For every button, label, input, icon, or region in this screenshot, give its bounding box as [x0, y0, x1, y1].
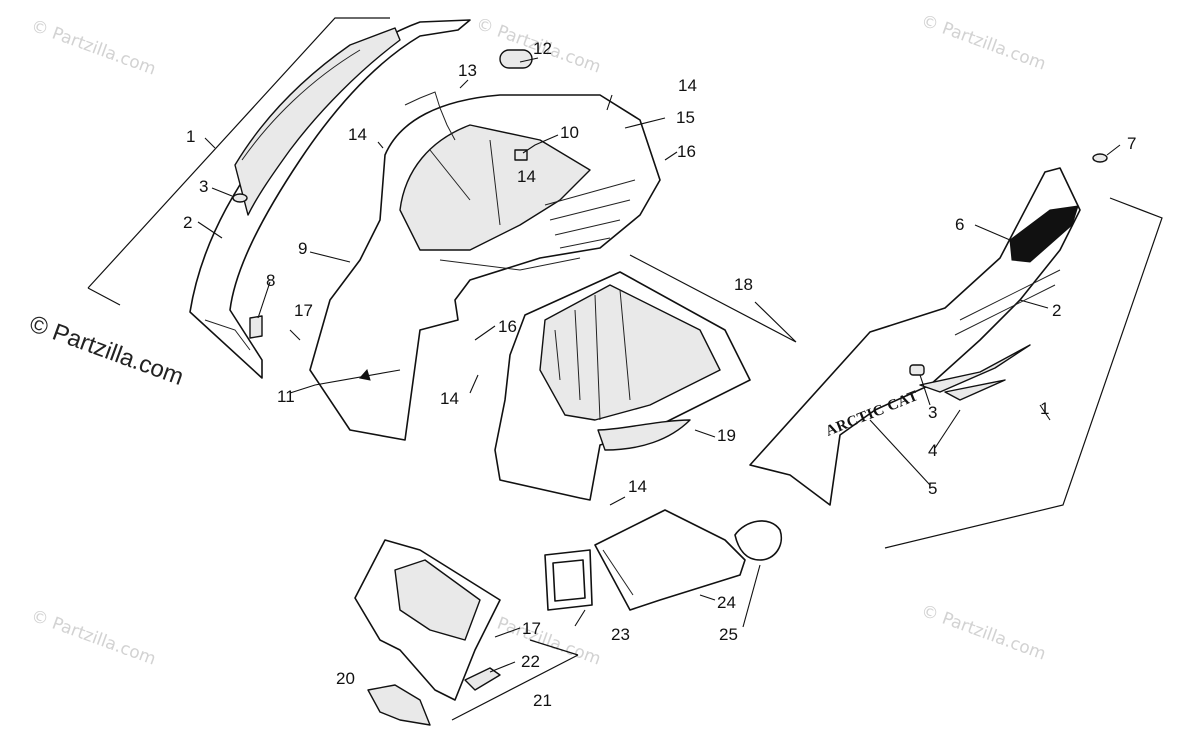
bumper-pad: [232, 193, 248, 203]
callout-22: 22: [521, 652, 540, 671]
wire-harness-13: [404, 91, 456, 141]
callout-7: 7: [1127, 134, 1136, 153]
callout-14-a: 14: [348, 125, 367, 144]
intake-boot-assembly: [544, 509, 782, 611]
callout-10: 10: [560, 123, 579, 142]
callout-20: 20: [336, 669, 355, 688]
callout-12: 12: [533, 39, 552, 58]
callout-18: 18: [734, 275, 753, 294]
air-intake-tray: [494, 254, 797, 501]
callout-11: 11: [277, 387, 295, 406]
callout-25: 25: [719, 625, 738, 644]
callout-24: 24: [717, 593, 736, 612]
callout-1-right: 1: [1040, 399, 1049, 418]
callout-5: 5: [928, 479, 937, 498]
seal-19: [597, 419, 691, 451]
watermark: © Partzilla.com: [28, 606, 158, 670]
decal-4b: [944, 379, 1006, 401]
callout-6: 6: [955, 215, 964, 234]
watermark-main: © Partzilla.com: [26, 310, 187, 391]
callout-23: 23: [611, 625, 630, 644]
hood: [309, 49, 661, 441]
right-side-panel: ARCTIC CAT: [749, 153, 1163, 549]
callout-16-a: 16: [677, 142, 696, 161]
watermark: © Partzilla.com: [918, 601, 1048, 665]
intake-boot-24: [594, 509, 746, 611]
lower-console: [354, 539, 579, 726]
callout-17-a: 17: [294, 301, 313, 320]
callout-21: 21: [533, 691, 552, 710]
callout-1-left: 1: [186, 127, 195, 146]
callout-17-b: 17: [522, 619, 541, 638]
grommet-12: [499, 49, 533, 69]
decal-4: [919, 344, 1031, 393]
callout-16-b: 16: [498, 317, 517, 336]
leader-lines: [197, 57, 1121, 673]
fastener-7: [1092, 153, 1108, 163]
callout-14-b: 14: [678, 76, 697, 95]
reflector: [249, 315, 263, 339]
callout-8: 8: [266, 271, 275, 290]
black-decal-6: [1009, 205, 1079, 263]
callout-15: 15: [676, 108, 695, 127]
callout-3-right: 3: [928, 403, 937, 422]
callout-2-left: 2: [183, 213, 192, 232]
callout-2-right: 2: [1052, 301, 1061, 320]
callout-3-left: 3: [199, 177, 208, 196]
watermark: © Partzilla.com: [918, 11, 1048, 75]
watermark: © Partzilla.com: [28, 16, 158, 80]
clamp-25: [734, 520, 782, 561]
plug-10: [514, 149, 528, 161]
callout-14-e: 14: [628, 477, 647, 496]
left-side-panel: [87, 17, 471, 379]
callout-labels: 1 2 3 8 9 10 11 12 13 14 14 14 14 14 15 …: [183, 39, 1136, 710]
mounting-bracket-20: [367, 684, 431, 726]
callout-4: 4: [928, 441, 937, 460]
callout-9: 9: [298, 239, 307, 258]
decal-22: [464, 667, 501, 691]
callout-13: 13: [458, 61, 477, 80]
callout-19: 19: [717, 426, 736, 445]
bumper-pad-3: [909, 364, 925, 376]
callout-14-c: 14: [517, 167, 536, 186]
callout-14-d: 14: [440, 389, 459, 408]
